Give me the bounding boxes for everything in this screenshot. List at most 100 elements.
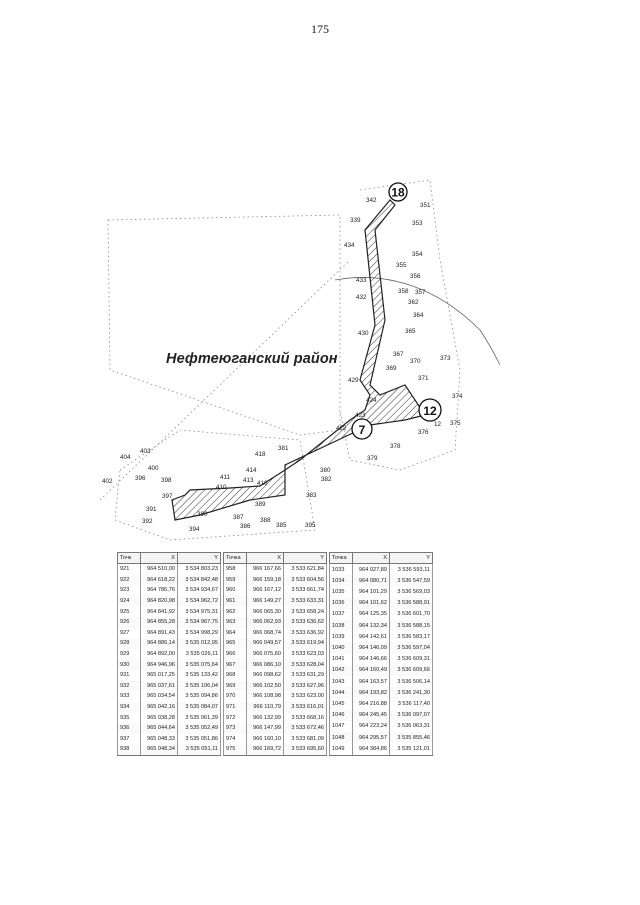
cell-point: 1044	[329, 687, 353, 699]
point-label: 389	[255, 501, 266, 508]
point-label: 383	[306, 492, 317, 499]
cell-x: 964 027,89	[352, 563, 390, 576]
cell-x: 966 167,12	[246, 585, 284, 596]
cell-point: 968	[223, 669, 247, 681]
cell-point: 1041	[329, 653, 353, 665]
svg-text:7: 7	[359, 423, 366, 437]
cell-point: 960	[223, 585, 247, 596]
cell-x: 964 101,62	[352, 597, 390, 609]
cell-y: 3 533 623,03	[283, 648, 327, 660]
cell-y: 3 533 668,16	[283, 712, 327, 723]
cell-y: 3 533 627,96	[283, 680, 327, 692]
cell-y: 3 534 803,23	[177, 563, 221, 575]
cell-x: 966 065,30	[246, 606, 284, 617]
cell-point: 929	[117, 648, 141, 660]
cell-point: 962	[223, 606, 247, 617]
cell-point: 924	[117, 595, 141, 607]
cell-x: 964 820,98	[140, 595, 178, 607]
cell-y: 3 535 012,95	[177, 638, 221, 649]
cell-y: 3 535 855,46	[389, 732, 433, 744]
cell-x: 964 193,82	[352, 687, 390, 699]
cell-point: 970	[223, 691, 247, 702]
cell-point: 1035	[329, 586, 353, 598]
cell-y: 3 536 241,30	[389, 687, 433, 699]
cell-x: 966 169,72	[246, 744, 284, 756]
cell-x: 964 855,28	[140, 616, 178, 628]
cell-point: 927	[117, 627, 141, 639]
cell-y: 3 535 121,01	[389, 743, 433, 756]
cell-y: 3 534 998,29	[177, 627, 221, 639]
column-header-x: X	[140, 552, 178, 564]
cell-x: 964 160,49	[352, 664, 390, 677]
cell-point: 935	[117, 712, 141, 723]
cell-point: 930	[117, 659, 141, 670]
point-label: 414	[246, 467, 257, 474]
column-header-y: Y	[283, 552, 327, 564]
cell-y: 3 535 075,64	[177, 659, 221, 670]
point-label: 381	[278, 445, 289, 452]
point-label: 396	[135, 475, 146, 482]
cell-x: 964 892,00	[140, 648, 178, 660]
cell-x: 965 034,54	[140, 691, 178, 702]
point-label: 394	[189, 526, 200, 533]
cell-y: 3 536 547,59	[389, 575, 433, 587]
cell-y: 3 536 609,31	[389, 653, 433, 665]
cell-point: 975	[223, 744, 247, 756]
cell-x: 966 062,93	[246, 616, 284, 628]
cell-point: 1049	[329, 743, 353, 756]
cell-point: 928	[117, 638, 141, 649]
cell-point: 972	[223, 712, 247, 723]
cell-y: 3 534 975,31	[177, 606, 221, 617]
point-label: 380	[320, 467, 331, 474]
point-label: 390	[197, 511, 208, 518]
point-label: 386	[240, 523, 251, 530]
cell-point: 971	[223, 701, 247, 713]
dotted-boundaries	[100, 179, 461, 541]
point-label: 423	[355, 412, 366, 419]
point-label: 397	[162, 493, 173, 500]
cell-x: 964 132,34	[352, 620, 390, 632]
point-label: 392	[142, 518, 153, 525]
cell-point: 973	[223, 722, 247, 734]
point-label: 434	[344, 242, 355, 249]
point-label: 374	[452, 393, 463, 400]
cell-x: 965 037,61	[140, 680, 178, 692]
point-label: 365	[405, 328, 416, 335]
cell-point: 937	[117, 733, 141, 745]
cell-x: 965 017,25	[140, 669, 178, 681]
cell-x: 964 080,71	[352, 575, 390, 587]
cell-y: 3 533 681,09	[283, 733, 327, 745]
cell-y: 3 535 051,11	[177, 744, 221, 756]
cell-y: 3 535 133,42	[177, 669, 221, 681]
cell-x: 964 163,57	[352, 676, 390, 688]
cell-x: 964 946,96	[140, 659, 178, 670]
cell-point: 1048	[329, 732, 353, 744]
cell-x: 965 048,34	[140, 744, 178, 756]
point-label: 387	[233, 514, 244, 521]
point-label: 379	[367, 455, 378, 462]
point-label: 342	[366, 197, 377, 204]
